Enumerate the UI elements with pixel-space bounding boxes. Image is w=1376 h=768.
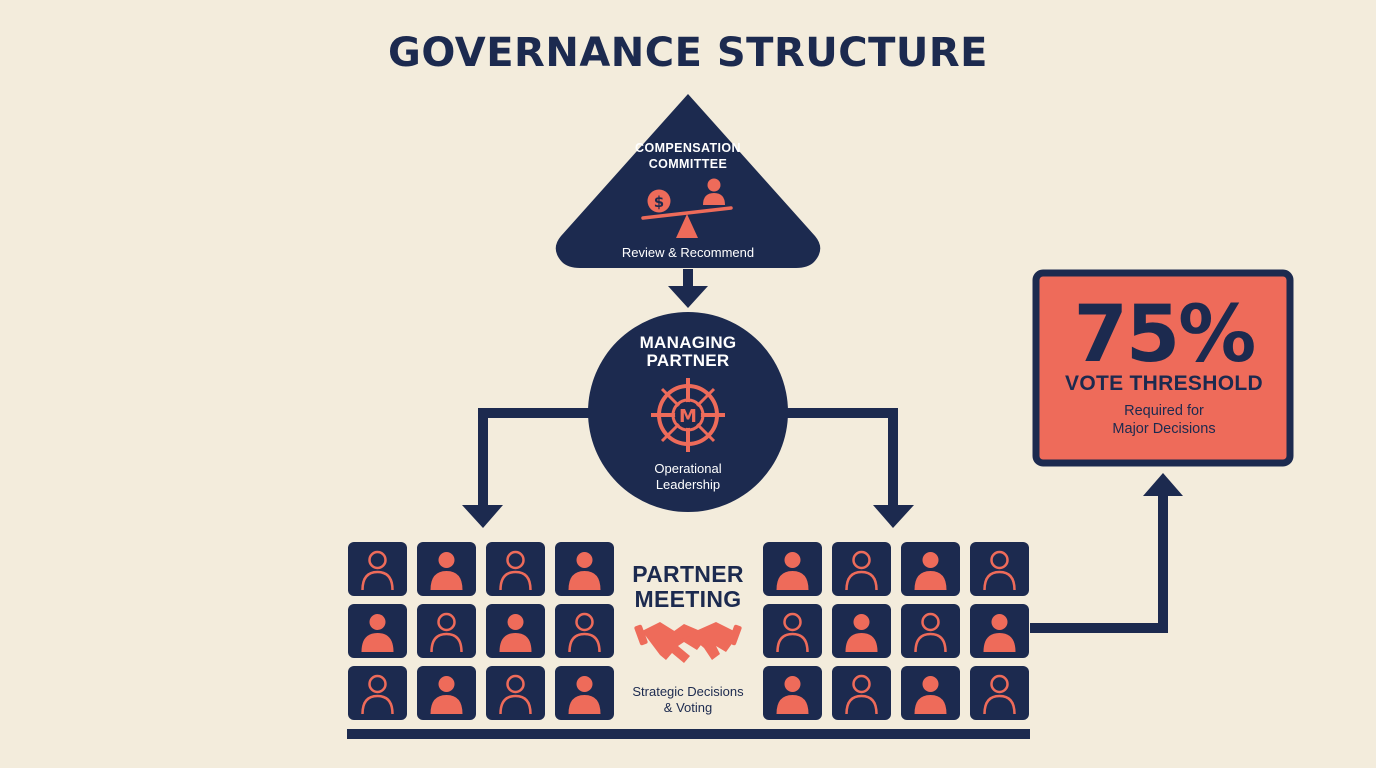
- vote-threshold-box: [1032, 269, 1294, 467]
- partner-tile: [970, 604, 1029, 658]
- person-outline-icon: [568, 612, 601, 653]
- partner-meeting-description-line2: & Voting: [663, 700, 713, 715]
- partner-tile: [901, 666, 960, 720]
- person-filled-icon: [430, 552, 463, 590]
- partner-tile: [970, 542, 1029, 596]
- ship-wheel-m-icon: M: [651, 378, 725, 452]
- partner-tile: [901, 604, 960, 658]
- person-outline-icon: [361, 674, 394, 715]
- partner-tile: [763, 542, 822, 596]
- managing-partner-label: MANAGING PARTNER: [610, 334, 766, 370]
- vote-threshold-value: 75%: [1073, 290, 1257, 380]
- partner-meeting-description-line1: Strategic Decisions: [632, 684, 744, 699]
- person-outline-icon: [845, 550, 878, 591]
- person-filled-icon: [499, 614, 532, 652]
- partner-tile: [486, 666, 545, 720]
- person-filled-icon: [983, 614, 1016, 652]
- arrow-managing-partner-to-right-group: [778, 408, 914, 528]
- compensation-committee-label: COMPENSATION COMMITTEE: [598, 140, 778, 172]
- partner-meeting-label-line1: PARTNER: [632, 561, 744, 587]
- person-filled-icon: [568, 676, 601, 714]
- person-outline-icon: [983, 674, 1016, 715]
- scale-dollar-person-icon: $: [641, 178, 733, 238]
- person-outline-icon: [914, 612, 947, 653]
- partner-tile: [417, 666, 476, 720]
- managing-partner-label-line1: MANAGING: [639, 333, 737, 352]
- partner-tile: [763, 666, 822, 720]
- partner-tile: [348, 604, 407, 658]
- partner-tile: [901, 542, 960, 596]
- person-outline-icon: [845, 674, 878, 715]
- person-outline-icon: [361, 550, 394, 591]
- svg-text:$: $: [654, 193, 664, 211]
- arrow-committee-to-managing-partner: [668, 269, 708, 308]
- managing-partner-label-line2: PARTNER: [646, 351, 730, 370]
- partner-tile: [832, 542, 891, 596]
- partner-group-right: [763, 542, 1029, 720]
- partner-meeting-label: PARTNER MEETING: [612, 562, 764, 612]
- person-filled-icon: [914, 676, 947, 714]
- compensation-committee-triangle: [555, 94, 821, 268]
- managing-partner-description: Operational Leadership: [618, 461, 758, 493]
- partner-tile: [555, 604, 614, 658]
- partner-tile: [763, 604, 822, 658]
- partner-tile: [417, 542, 476, 596]
- person-outline-icon: [499, 550, 532, 591]
- partner-tile: [555, 542, 614, 596]
- partner-tile: [486, 542, 545, 596]
- person-filled-icon: [568, 552, 601, 590]
- person-filled-icon: [361, 614, 394, 652]
- vote-threshold-description-line2: Major Decisions: [1112, 421, 1216, 437]
- handshake-icon: [634, 622, 742, 663]
- person-outline-icon: [983, 550, 1016, 591]
- partner-tile: [348, 666, 407, 720]
- partner-tile: [970, 666, 1029, 720]
- person-filled-icon: [914, 552, 947, 590]
- managing-partner-description-line1: Operational: [654, 461, 722, 476]
- person-filled-icon: [845, 614, 878, 652]
- person-outline-icon: [499, 674, 532, 715]
- vote-threshold-description: Required for Major Decisions: [1064, 402, 1264, 438]
- partner-tile: [486, 604, 545, 658]
- person-filled-icon: [776, 676, 809, 714]
- partner-tile: [555, 666, 614, 720]
- person-filled-icon: [776, 552, 809, 590]
- managing-partner-description-line2: Leadership: [655, 477, 721, 492]
- person-outline-icon: [430, 612, 463, 653]
- partner-group-left: [348, 542, 614, 720]
- arrow-managing-partner-to-left-group: [462, 408, 598, 528]
- vote-threshold-description-line1: Required for: [1124, 403, 1204, 419]
- compensation-committee-description: Review & Recommend: [621, 245, 755, 260]
- arrow-partner-meeting-to-vote-threshold: [1030, 473, 1183, 633]
- person-outline-icon: [776, 612, 809, 653]
- partner-meeting-label-line2: MEETING: [634, 586, 742, 612]
- partner-tile: [832, 666, 891, 720]
- compensation-committee-label-line2: COMMITTEE: [648, 157, 728, 171]
- vote-threshold-label: VOTE THRESHOLD: [1065, 372, 1263, 395]
- partner-meeting-description: Strategic Decisions & Voting: [612, 684, 764, 716]
- partner-meeting-base-bar: [347, 729, 1030, 739]
- partner-tile: [348, 542, 407, 596]
- person-filled-icon: [430, 676, 463, 714]
- partner-tile: [832, 604, 891, 658]
- wheel-letter: M: [679, 406, 697, 427]
- compensation-committee-label-line1: COMPENSATION: [635, 141, 741, 155]
- page-title: GOVERNANCE STRUCTURE: [388, 30, 988, 76]
- partner-tile: [417, 604, 476, 658]
